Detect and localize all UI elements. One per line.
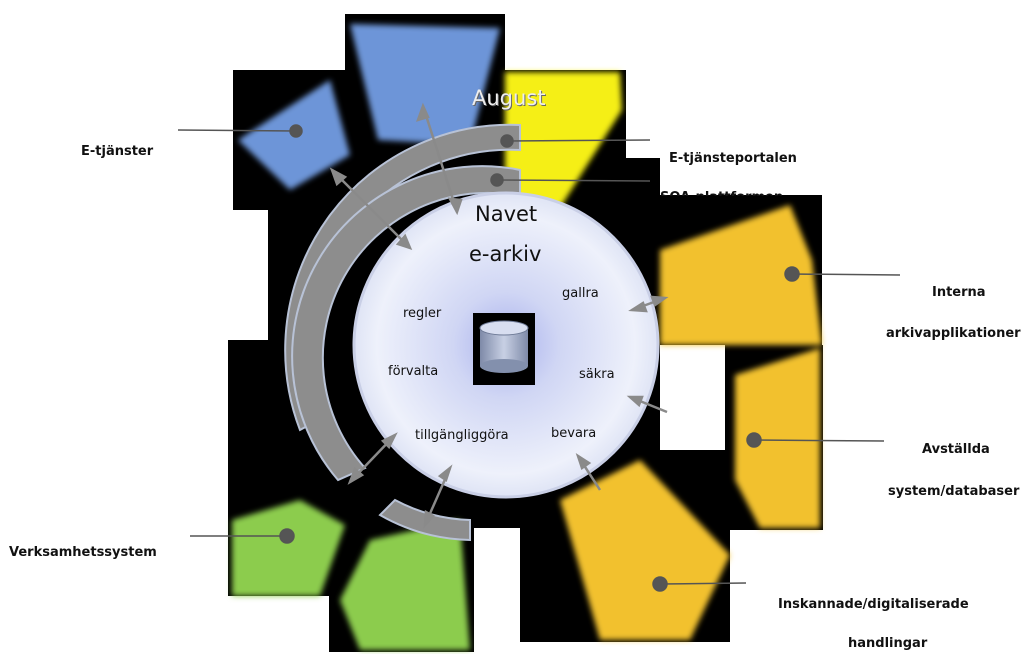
hub-title-line1: Navet — [475, 202, 538, 226]
connector-dot-verksamhetssystem — [279, 528, 295, 544]
connectors — [177, 124, 901, 592]
sector-gold-2 — [735, 348, 820, 528]
sector-gold-3 — [560, 460, 730, 640]
ring-outer — [284, 123, 521, 432]
sector-green-1 — [232, 500, 345, 596]
label-e-tjansteportalen: E-tjänsteportalen — [669, 151, 797, 166]
database-icon — [473, 313, 535, 385]
inner-label-sakra: säkra — [579, 367, 615, 382]
august-label: August — [472, 86, 546, 110]
hub-title-line2: e-arkiv — [469, 242, 542, 266]
connector-dot-soa — [490, 173, 504, 187]
label-verksamhetssystem: Verksamhetssystem — [9, 545, 157, 560]
inner-label-tillgangliggora: tillgängliggöra — [415, 428, 509, 443]
connector-dot-interna — [784, 266, 800, 282]
arrows — [329, 102, 669, 529]
label-soa-plattformen: SOA-plattformen — [660, 190, 783, 196]
label-inskannade-line2: handlingar — [848, 636, 928, 651]
ring-inner — [291, 165, 521, 482]
label-interna-line2: arkivapplikationer — [886, 326, 1021, 341]
sector-gold-1 — [660, 205, 822, 345]
label-inskannade-line1: Inskannade/digitaliserade — [778, 597, 969, 612]
label-interna-line1: Interna — [932, 285, 986, 300]
label-avstallda-line1: Avställda — [922, 442, 990, 457]
inner-label-forvalta: förvalta — [388, 364, 439, 379]
connector-dot-inskannade — [652, 576, 668, 592]
inner-label-bevara: bevara — [551, 426, 597, 441]
connector-dot-e-tjansteportalen — [500, 134, 514, 148]
label-avstallda-line2: system/databaser — [888, 484, 1020, 499]
inner-label-gallra: gallra — [562, 286, 599, 301]
connector-dot-avstallda — [746, 432, 762, 448]
connector-dot-e-tjanster — [289, 124, 303, 138]
sector-blue-top — [350, 24, 500, 145]
sector-green-2 — [340, 520, 470, 650]
inner-label-regler: regler — [403, 306, 442, 321]
label-e-tjanster: E-tjänster — [81, 144, 154, 159]
